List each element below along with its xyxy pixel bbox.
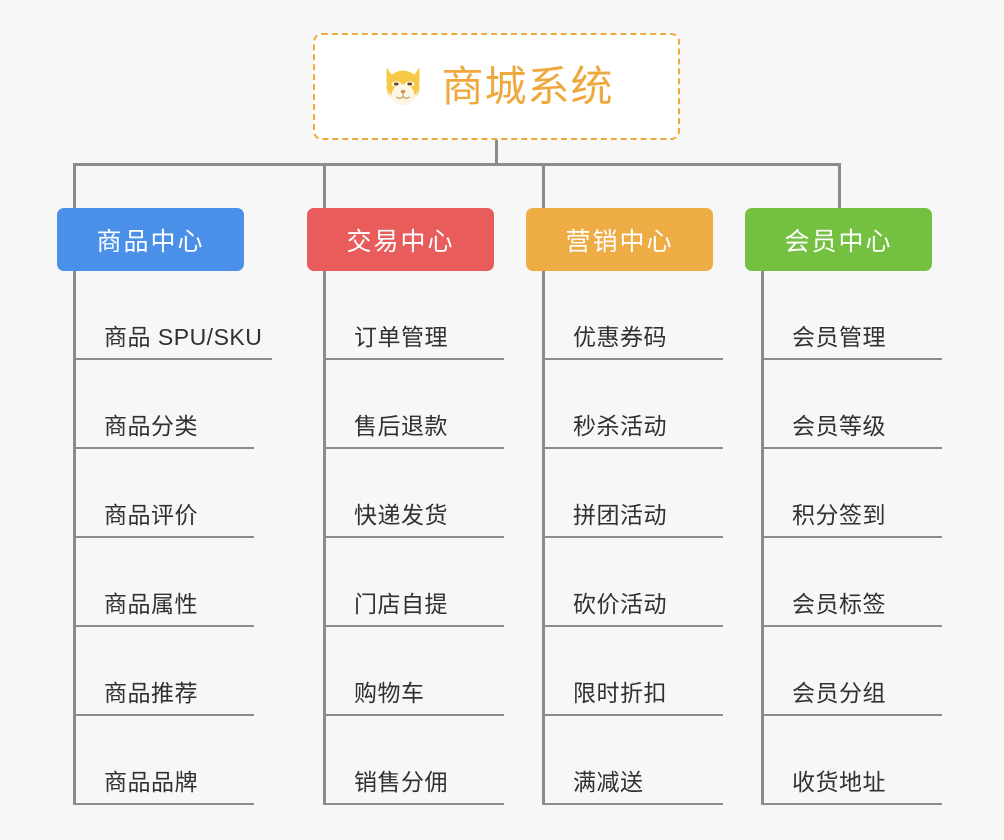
connector-drop-branch-3 (838, 163, 841, 211)
leaf-label: 收货地址 (764, 763, 942, 805)
leaf-label: 门店自提 (326, 585, 504, 627)
leaf-label: 优惠券码 (545, 318, 723, 360)
leaf-label: 积分签到 (764, 496, 942, 538)
list-item[interactable]: 会员标签 (764, 538, 942, 627)
branch-head-0[interactable]: 商品中心 (57, 208, 244, 271)
branch-body-2: 优惠券码 秒杀活动 拼团活动 砍价活动 限时折扣 满减送 (542, 271, 723, 805)
branch-body-0: 商品 SPU/SKU 商品分类 商品评价 商品属性 商品推荐 商品品牌 (73, 271, 273, 805)
branch-商品中心: 商品中心 商品 SPU/SKU 商品分类 商品评价 商品属性 商品推荐 商品品牌 (57, 208, 273, 805)
list-item[interactable]: 收货地址 (764, 716, 942, 805)
connector-drop-branch-1 (323, 163, 326, 211)
list-item[interactable]: 拼团活动 (545, 449, 723, 538)
list-item[interactable]: 优惠券码 (545, 271, 723, 360)
list-item[interactable]: 售后退款 (326, 360, 504, 449)
list-item[interactable]: 会员等级 (764, 360, 942, 449)
leaf-label: 销售分佣 (326, 763, 504, 805)
connector-horizontal-bus (73, 163, 840, 166)
list-item[interactable]: 商品推荐 (76, 627, 272, 716)
branch-head-3[interactable]: 会员中心 (745, 208, 932, 271)
list-item[interactable]: 订单管理 (326, 271, 504, 360)
leaf-label: 订单管理 (326, 318, 504, 360)
leaf-label: 拼团活动 (545, 496, 723, 538)
branch-营销中心: 营销中心 优惠券码 秒杀活动 拼团活动 砍价活动 限时折扣 满减送 (526, 208, 723, 805)
list-item[interactable]: 积分签到 (764, 449, 942, 538)
leaf-label: 会员管理 (764, 318, 942, 360)
list-item[interactable]: 商品品牌 (76, 716, 272, 805)
leaf-label: 商品分类 (76, 407, 254, 449)
leaf-label: 商品推荐 (76, 674, 254, 716)
root-node[interactable]: 商城系统 (313, 33, 680, 140)
list-item[interactable]: 砍价活动 (545, 538, 723, 627)
list-item[interactable]: 快递发货 (326, 449, 504, 538)
list-item[interactable]: 会员分组 (764, 627, 942, 716)
branch-body-1: 订单管理 售后退款 快递发货 门店自提 购物车 销售分佣 (323, 271, 504, 805)
leaf-label: 满减送 (545, 763, 723, 805)
list-item[interactable]: 商品评价 (76, 449, 272, 538)
list-item[interactable]: 商品属性 (76, 538, 272, 627)
leaf-label: 砍价活动 (545, 585, 723, 627)
list-item[interactable]: 购物车 (326, 627, 504, 716)
connector-drop-branch-0 (73, 163, 76, 211)
leaf-label: 商品评价 (76, 496, 254, 538)
shiba-dog-face-icon (386, 67, 420, 105)
leaf-label: 快递发货 (326, 496, 504, 538)
branch-head-1[interactable]: 交易中心 (307, 208, 494, 271)
branch-会员中心: 会员中心 会员管理 会员等级 积分签到 会员标签 会员分组 收货地址 (745, 208, 942, 805)
list-item[interactable]: 限时折扣 (545, 627, 723, 716)
list-item[interactable]: 商品分类 (76, 360, 272, 449)
list-item[interactable]: 门店自提 (326, 538, 504, 627)
leaf-label: 购物车 (326, 674, 504, 716)
leaf-label: 秒杀活动 (545, 407, 723, 449)
leaf-label: 会员分组 (764, 674, 942, 716)
branch-交易中心: 交易中心 订单管理 售后退款 快递发货 门店自提 购物车 销售分佣 (307, 208, 504, 805)
leaf-label: 会员等级 (764, 407, 942, 449)
leaf-label: 会员标签 (764, 585, 942, 627)
branch-head-2[interactable]: 营销中心 (526, 208, 713, 271)
leaf-label: 商品品牌 (76, 763, 254, 805)
connector-drop-branch-2 (542, 163, 545, 211)
list-item[interactable]: 满减送 (545, 716, 723, 805)
list-item[interactable]: 销售分佣 (326, 716, 504, 805)
list-item[interactable]: 秒杀活动 (545, 360, 723, 449)
leaf-label: 限时折扣 (545, 674, 723, 716)
list-item[interactable]: 商品 SPU/SKU (76, 271, 273, 360)
branch-body-3: 会员管理 会员等级 积分签到 会员标签 会员分组 收货地址 (761, 271, 942, 805)
leaf-label: 商品 SPU/SKU (76, 318, 273, 360)
connector-root-stem (495, 140, 498, 165)
leaf-label: 商品属性 (76, 585, 254, 627)
root-title: 商城系统 (441, 62, 614, 110)
list-item[interactable]: 会员管理 (764, 271, 942, 360)
leaf-label: 售后退款 (326, 407, 504, 449)
